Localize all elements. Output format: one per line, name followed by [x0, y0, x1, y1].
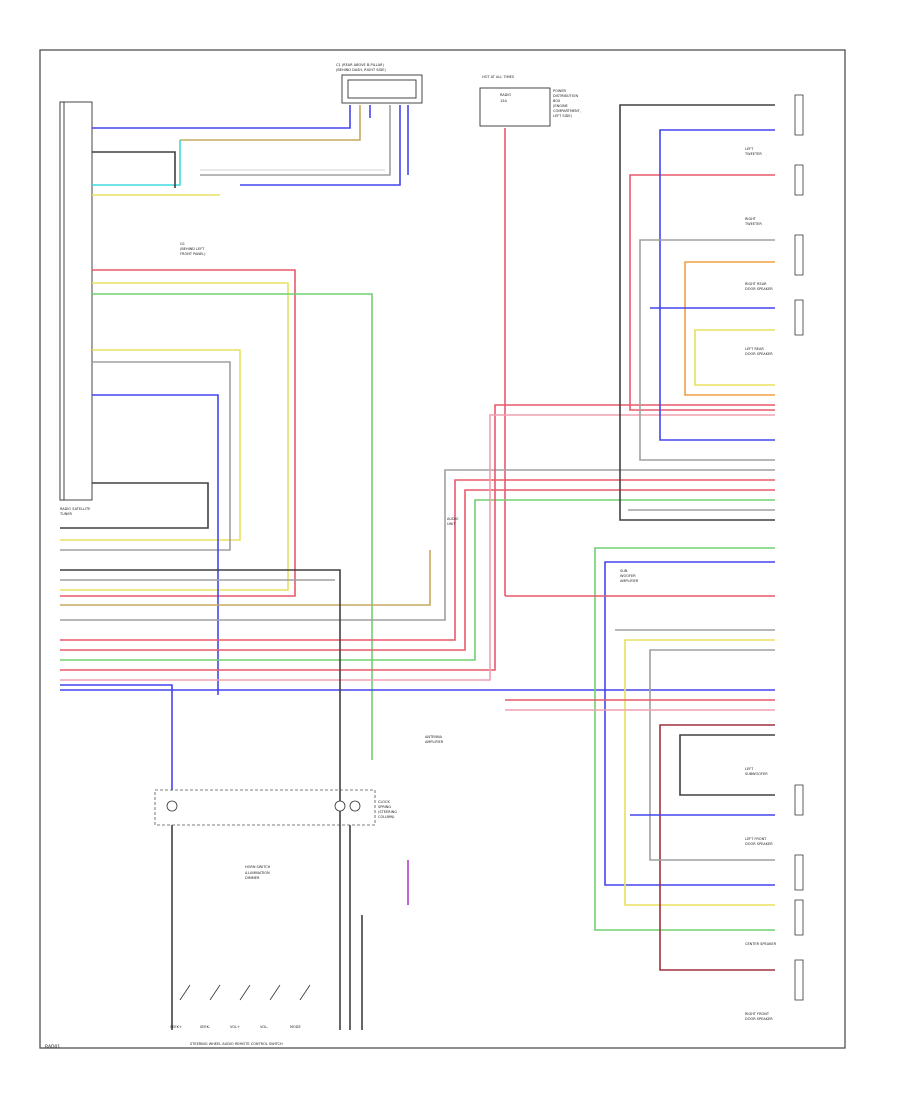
- ground-location-1: (BEHIND LEFT: [180, 247, 205, 251]
- diagram-code: RAD01: [45, 1044, 60, 1050]
- dimmer-sublabel: DIMMER: [245, 876, 260, 880]
- fuse-box-note-3: BOX: [553, 99, 561, 103]
- center-speaker-label: CENTER SPEAKER: [745, 942, 777, 946]
- audio-unit-label: AUDIO: [447, 517, 459, 521]
- horn-switch-label: HORN SWITCH: [245, 865, 271, 869]
- switch-vol-up: VOL+: [230, 1025, 240, 1029]
- clock-spring-location-2: COLUMN): [378, 815, 395, 819]
- left-tweeter-label: LEFT: [745, 147, 754, 151]
- dimmer-label: ILLUMINATION: [245, 871, 270, 875]
- switch-bank: SEEK+ SEEK- VOL+ VOL- MODE: [170, 984, 311, 1029]
- subwoofer-label: LEFT: [745, 767, 754, 771]
- ground-label: G1: [180, 242, 185, 246]
- speaker-symbols: [794, 94, 804, 1001]
- switch-seek-up: SEEK+: [170, 1025, 182, 1029]
- right-tweeter-sublabel: TWEETER: [744, 222, 762, 226]
- diagram-frame: [39, 49, 846, 1049]
- switch-seek-down: SEEK-: [200, 1025, 211, 1029]
- right-rear-speaker-sublabel: DOOR SPEAKER: [745, 287, 773, 291]
- clock-spring-connector-left: [166, 800, 178, 812]
- radio-unit-connector: [59, 101, 93, 501]
- audio-unit-sublabel: UNIT: [447, 522, 456, 526]
- subwoofer-amp-sublabel-1: WOOFER: [620, 574, 636, 578]
- clock-spring-label: CLOCK: [378, 800, 390, 804]
- left-tweeter-sublabel: TWEETER: [744, 152, 762, 156]
- left-rear-speaker-sublabel: DOOR SPEAKER: [745, 352, 773, 356]
- fuse-name: RADIO: [500, 93, 511, 97]
- fuse-hot-label: HOT AT ALL TIMES: [482, 75, 515, 79]
- clock-spring-location-1: (STEERING: [378, 810, 397, 814]
- right-tweeter-label: RIGHT: [745, 217, 757, 221]
- wires: [60, 104, 775, 1030]
- fuse-rating: 15A: [500, 99, 507, 103]
- subwoofer-sublabel: SUBWOOFER: [745, 772, 768, 776]
- bottom-caption: STEERING WHEEL AUDIO REMOTE CONTROL SWIT…: [190, 1042, 283, 1046]
- left-front-door-sublabel: DOOR SPEAKER: [745, 842, 773, 846]
- fuse-box-note-6: LEFT SIDE): [553, 114, 573, 118]
- top-connector: C1 (REAR ABOVE B-PILLAR) (BEHIND DASH, R…: [336, 63, 423, 104]
- right-front-door-label: RIGHT FRONT: [745, 1012, 770, 1016]
- left-front-door-label: LEFT FRONT: [745, 837, 767, 841]
- clock-spring-connector-mid: [334, 800, 346, 812]
- right-rear-speaker-label: RIGHT REAR: [745, 282, 767, 286]
- clock-spring-box: [154, 789, 376, 826]
- switch-vol-down: VOL-: [260, 1025, 269, 1029]
- ground-location-2: FRONT PANEL): [180, 252, 206, 256]
- top-connector-label: C1 (REAR ABOVE B-PILLAR): [336, 63, 384, 67]
- fuse-box-note-1: POWER: [553, 89, 567, 93]
- left-rear-speaker-label: LEFT REAR: [745, 347, 764, 351]
- left-unit-sublabel: TUNER: [59, 512, 73, 516]
- left-unit-label: RADIO SATELLITE: [60, 507, 90, 511]
- fuse-box-note-4: (ENGINE: [553, 104, 568, 108]
- antenna-amp-sublabel: AMPLIFIER: [425, 740, 444, 744]
- switch-mode: MODE: [290, 1025, 301, 1029]
- fuse-box-note-2: DISTRIBUTION: [553, 94, 578, 98]
- clock-spring-sublabel: SPRING: [378, 805, 391, 809]
- subwoofer-amp-sublabel-2: AMPLIFIER: [620, 579, 639, 583]
- antenna-amp-label: ANTENNA: [425, 735, 443, 739]
- right-front-door-sublabel: DOOR SPEAKER: [745, 1017, 773, 1021]
- subwoofer-amp-label: SUB-: [620, 569, 629, 573]
- fuse-box: HOT AT ALL TIMES RADIO 15A POWER DISTRIB…: [479, 75, 581, 127]
- top-connector-location: (BEHIND DASH, RIGHT SIDE): [336, 68, 386, 72]
- fuse-box-note-5: COMPARTMENT,: [553, 109, 581, 113]
- clock-spring-connector-right: [349, 800, 361, 812]
